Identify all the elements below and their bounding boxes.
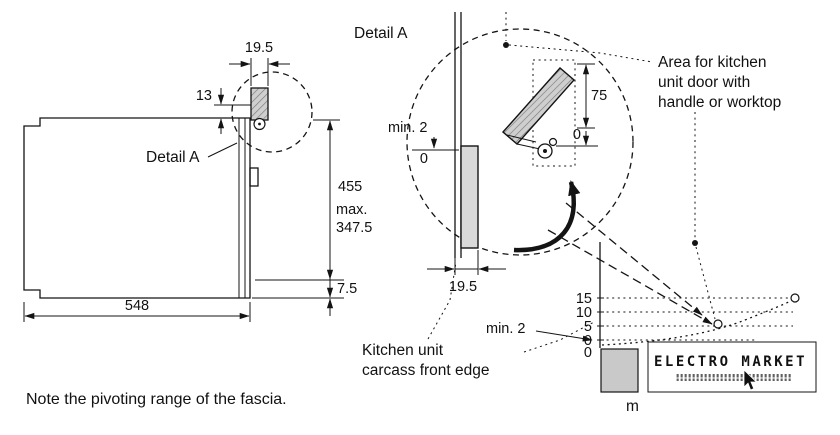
- area-note-line2: unit door with: [658, 74, 750, 91]
- dim-max-label-1: max.: [336, 202, 367, 218]
- dim-19-5-top-label: 19.5: [245, 40, 273, 56]
- dim-19-5-detail-label: 19.5: [449, 279, 477, 295]
- area-leader-top: [508, 44, 653, 63]
- dim-19-5-detail: [427, 250, 506, 275]
- dim-19-5-top: [229, 58, 290, 86]
- graph-unit-label: m: [626, 398, 639, 415]
- detail-a-ref-label: Detail A: [146, 149, 200, 166]
- hinge-linkage: [506, 134, 558, 159]
- fascia-open-panel: [502, 67, 575, 145]
- dim-75-label: 75: [591, 88, 607, 104]
- dim-zero-left-label: 0: [420, 151, 428, 167]
- carcass-leader-2: [523, 321, 595, 353]
- dim-min-2: [412, 137, 459, 151]
- graph-zero-label: 0: [584, 345, 592, 361]
- dim-7-5-label: 7.5: [337, 281, 357, 297]
- dim-max-label-2: 347.5: [336, 220, 372, 236]
- leader-dot-bottom: [692, 240, 698, 246]
- leader-dot-top: [503, 42, 509, 48]
- fascia-panel: [250, 87, 269, 121]
- left-side-view: 19.5 13 Detail A 455 max. 347.5 7.5 548 …: [23, 40, 372, 408]
- oven-handle: [249, 167, 259, 187]
- graph-min-2-label: min. 2: [486, 321, 526, 337]
- area-note-line1: Area for kitchen: [658, 54, 767, 71]
- note-text: Note the pivoting range of the fascia.: [26, 391, 287, 408]
- detail-a-title: Detail A: [354, 25, 408, 42]
- watermark-microtext: [676, 374, 792, 381]
- clearance-graph: 15 10 5 0 min. 2 0 m: [486, 242, 800, 415]
- dim-548: [23, 302, 251, 322]
- graph-tick-15: 15: [576, 291, 592, 307]
- detail-indicator-circle: [231, 71, 313, 153]
- dim-min-2-label: min. 2: [388, 120, 428, 136]
- dim-548-label: 548: [125, 298, 149, 314]
- pivot-motion-arrow: [513, 180, 581, 253]
- kitchen-door-area-outline: [532, 59, 576, 167]
- clearance-curve: [601, 298, 795, 346]
- reference-arrows: [547, 202, 713, 325]
- dim-zero-right-label: 0: [573, 127, 581, 143]
- dim-13: [214, 88, 251, 134]
- curve-marker-mid: [713, 319, 723, 329]
- area-note-line3: handle or worktop: [658, 94, 781, 111]
- carcass-leader-1: [427, 261, 457, 340]
- dim-13-label: 13: [196, 88, 212, 104]
- dim-75: [556, 63, 598, 147]
- pivot-center: [258, 122, 261, 126]
- carcass-bar: [600, 348, 639, 393]
- dim-7-5: [255, 262, 344, 316]
- cursor-icon: [743, 369, 758, 391]
- carcass-label-line1: Kitchen unit: [362, 342, 444, 359]
- watermark-box: [647, 341, 817, 393]
- dim-455-label: 455: [338, 179, 362, 195]
- oven-body-outline: [23, 117, 251, 299]
- detail-a-view: Detail A: [354, 12, 634, 379]
- carcass-label-line2: carcass front edge: [362, 362, 490, 379]
- graph-tick-10: 10: [576, 305, 592, 321]
- watermark-brand: ELECTRO MARKET: [654, 354, 807, 370]
- detail-a-circle: [406, 28, 634, 256]
- area-note: Area for kitchen unit door with handle o…: [503, 12, 781, 320]
- fascia-closed-panel: [460, 145, 479, 249]
- watermark: ELECTRO MARKET: [647, 341, 817, 393]
- curve-marker-top: [790, 293, 800, 303]
- graph-tick-5: 5: [584, 319, 592, 335]
